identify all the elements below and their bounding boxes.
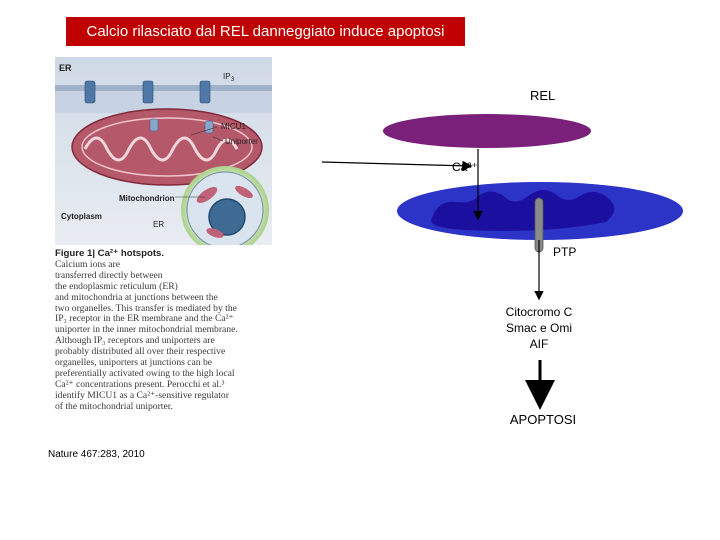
apoptosis-label: APOPTOSI (490, 412, 596, 427)
factor-cytochrome-c: Citocromo C (480, 304, 598, 320)
ca-label: Ca²⁺ (452, 160, 478, 174)
rel-label: REL (530, 88, 555, 103)
released-factors: Citocromo C Smac e Omi AIF (480, 304, 598, 352)
factor-smac-omi: Smac e Omi (480, 320, 598, 336)
ca-influx-arrow (322, 162, 470, 166)
factor-aif: AIF (480, 336, 598, 352)
rel-shape (383, 114, 591, 148)
ptp-label: PTP (553, 245, 576, 259)
